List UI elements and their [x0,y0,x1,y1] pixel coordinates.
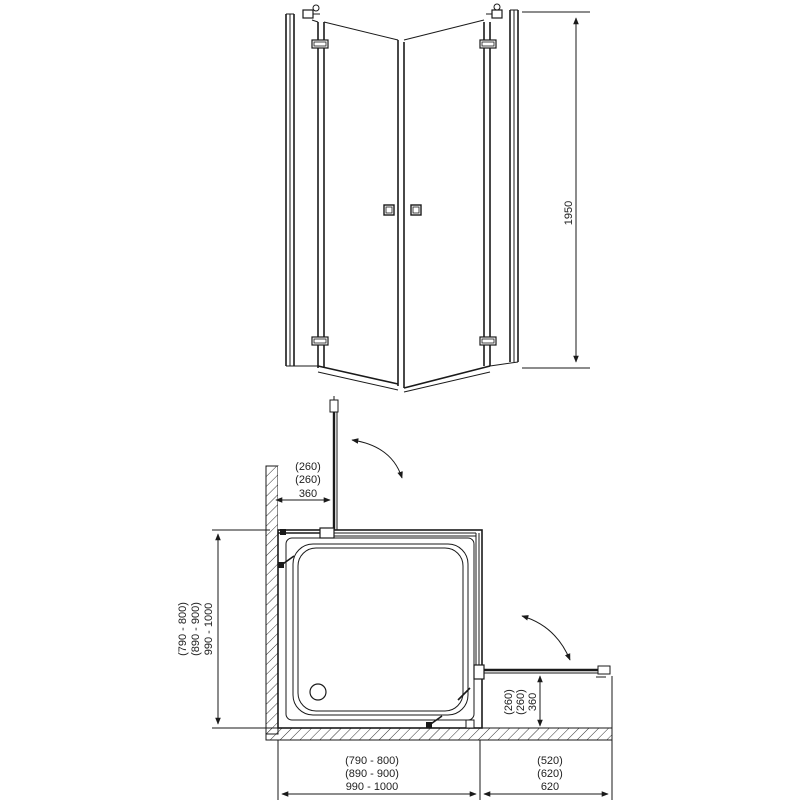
right-wall-profile [509,9,519,362]
plan-view: (260) (260) 360 (790 - 800) (890 - 900) … [177,396,613,800]
side-clearance-label-3: 360 [527,693,539,711]
side-clearance-label-1: (260) [503,689,515,715]
side-extension-label-3: 620 [541,781,559,793]
depth-label-2: (890 - 900) [190,602,202,656]
depth-label-1: (790 - 800) [177,602,189,656]
top-fixing-right [486,3,503,19]
swing-arrow-top [351,438,403,479]
left-wall [265,465,279,735]
top-door-open [319,396,339,539]
right-glass-panel [475,533,480,672]
top-clearance-label-3: 360 [299,488,317,500]
bottom-wall [265,727,613,741]
hinge-icon [311,336,329,346]
side-clearance-label-2: (260) [515,689,527,715]
hinge-icon [479,39,497,49]
swing-arrow-right [521,615,571,661]
handle-icon [410,204,422,216]
top-fixing-left [302,4,320,19]
right-door-panel [403,19,491,366]
width-label-2: (890 - 900) [345,768,399,780]
drain-icon [309,683,327,701]
top-glass-panel [278,532,476,537]
wall-bracket-icon [278,555,295,568]
right-door-open [473,664,611,680]
bottom-base [286,361,519,393]
width-label-3: 990 - 1000 [346,781,399,793]
height-dimension [522,11,590,369]
side-extension-dimension [483,676,613,800]
width-dimension [277,740,481,800]
height-label: 1950 [563,201,575,225]
depth-label-3: 990 - 1000 [203,603,215,656]
wall-bracket-icon [426,715,443,728]
width-label-1: (790 - 800) [345,755,399,767]
depth-dimension [212,529,270,729]
left-door-panel [311,19,405,388]
side-clearance-dimension [486,672,552,727]
side-extension-label-1: (520) [537,755,563,767]
side-extension-label-2: (620) [537,768,563,780]
handle-icon [383,204,395,216]
top-clearance-label-1: (260) [295,461,321,473]
hinge-icon [311,39,329,49]
shower-tray [277,529,483,729]
hinge-icon [479,336,497,346]
top-clearance-label-2: (260) [295,474,321,486]
elevation-view: 1950 [285,3,590,393]
left-wall-profile [285,13,295,366]
door-hinge-icon [457,687,475,729]
